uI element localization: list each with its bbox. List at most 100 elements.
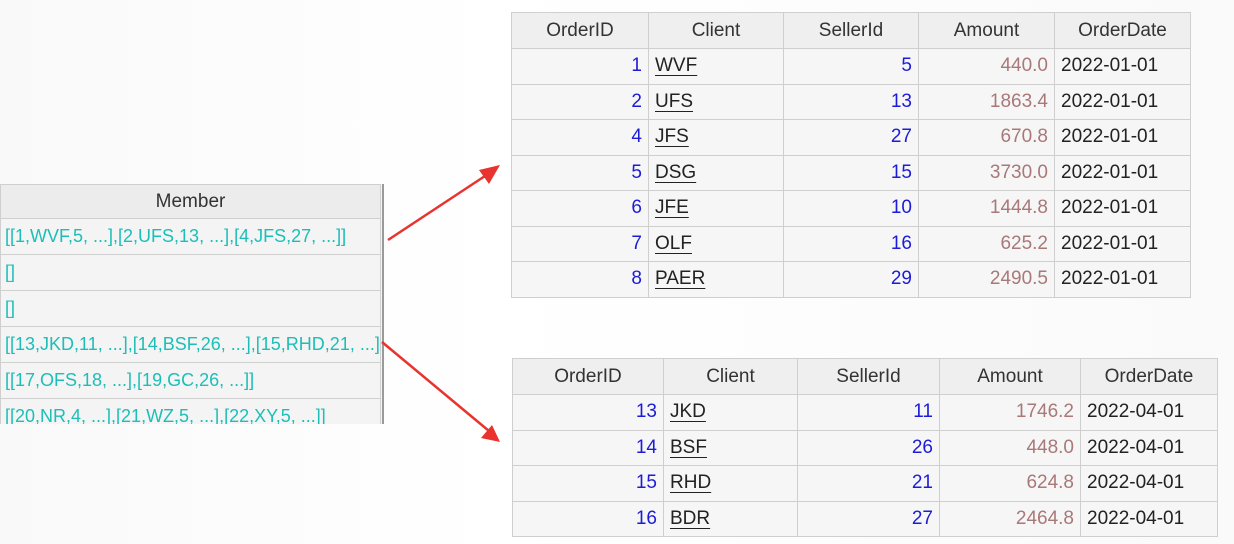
arrow-to-top-table-icon	[387, 165, 500, 242]
orderdate-cell[interactable]: 2022-01-01	[1054, 119, 1191, 156]
amount-cell[interactable]: 3730.0	[918, 154, 1055, 191]
orderid-cell[interactable]: 15	[512, 465, 664, 502]
column-header-client[interactable]: Client	[663, 358, 798, 395]
column-header-orderdate[interactable]: OrderDate	[1080, 358, 1218, 395]
orderdate-cell[interactable]: 2022-01-01	[1054, 225, 1191, 262]
orderid-cell[interactable]: 2	[511, 83, 649, 120]
orderdate-cell[interactable]: 2022-01-01	[1054, 83, 1191, 120]
amount-cell[interactable]: 440.0	[918, 48, 1055, 85]
amount-cell[interactable]: 448.0	[939, 429, 1081, 466]
orders-table-group-1: OrderID Client SellerId Amount OrderDate…	[511, 12, 1191, 298]
client-cell[interactable]: JFS	[648, 119, 784, 156]
member-panel: Member [[1,WVF,5, ...],[2,UFS,13, ...],[…	[0, 184, 384, 424]
column-header-amount[interactable]: Amount	[918, 12, 1055, 49]
amount-cell[interactable]: 624.8	[939, 465, 1081, 502]
orderid-cell[interactable]: 6	[511, 190, 649, 227]
member-cell[interactable]: [[13,JKD,11, ...],[14,BSF,26, ...],[15,R…	[0, 326, 381, 363]
orderid-cell[interactable]: 5	[511, 154, 649, 191]
sellerid-cell[interactable]: 10	[783, 190, 919, 227]
client-cell[interactable]: JFE	[648, 190, 784, 227]
sellerid-cell[interactable]: 27	[783, 119, 919, 156]
arrow-to-bottom-table-icon	[381, 341, 500, 442]
sellerid-cell[interactable]: 11	[797, 394, 940, 431]
table-row: 7 OLF 16 625.2 2022-01-01	[511, 225, 1191, 262]
client-cell[interactable]: PAER	[648, 261, 784, 298]
orderid-cell[interactable]: 1	[511, 48, 649, 85]
client-link[interactable]: OLF	[655, 232, 692, 254]
amount-cell[interactable]: 1746.2	[939, 394, 1081, 431]
member-header[interactable]: Member	[0, 184, 381, 219]
amount-cell[interactable]: 625.2	[918, 225, 1055, 262]
column-header-orderdate[interactable]: OrderDate	[1054, 12, 1191, 49]
sellerid-cell[interactable]: 13	[783, 83, 919, 120]
orderid-cell[interactable]: 8	[511, 261, 649, 298]
table-row: 13 JKD 11 1746.2 2022-04-01	[512, 394, 1218, 431]
orderdate-cell[interactable]: 2022-04-01	[1080, 500, 1218, 537]
orders-table-group-4: OrderID Client SellerId Amount OrderDate…	[512, 358, 1218, 537]
orderdate-cell[interactable]: 2022-01-01	[1054, 190, 1191, 227]
sellerid-cell[interactable]: 5	[783, 48, 919, 85]
orderdate-cell[interactable]: 2022-01-01	[1054, 261, 1191, 298]
client-link[interactable]: RHD	[670, 472, 712, 494]
orderid-cell[interactable]: 4	[511, 119, 649, 156]
client-cell[interactable]: RHD	[663, 465, 798, 502]
client-link[interactable]: JFE	[655, 197, 689, 219]
orderid-cell[interactable]: 14	[512, 429, 664, 466]
table-row: 6 JFE 10 1444.8 2022-01-01	[511, 190, 1191, 227]
table-row: 4 JFS 27 670.8 2022-01-01	[511, 119, 1191, 156]
sellerid-cell[interactable]: 16	[783, 225, 919, 262]
client-link[interactable]: DSG	[655, 161, 697, 183]
client-cell[interactable]: JKD	[663, 394, 798, 431]
member-cell[interactable]: [[20,NR,4, ...],[21,WZ,5, ...],[22,XY,5,…	[0, 398, 381, 424]
sellerid-cell[interactable]: 29	[783, 261, 919, 298]
amount-cell[interactable]: 1863.4	[918, 83, 1055, 120]
amount-cell[interactable]: 1444.8	[918, 190, 1055, 227]
client-link[interactable]: JFS	[655, 126, 689, 148]
table-row: 15 RHD 21 624.8 2022-04-01	[512, 465, 1218, 502]
member-cell[interactable]: []	[0, 290, 381, 327]
client-link[interactable]: JKD	[670, 401, 706, 423]
column-header-orderid[interactable]: OrderID	[511, 12, 649, 49]
orderdate-cell[interactable]: 2022-04-01	[1080, 394, 1218, 431]
table-row: 8 PAER 29 2490.5 2022-01-01	[511, 261, 1191, 298]
sellerid-cell[interactable]: 27	[797, 500, 940, 537]
client-cell[interactable]: BSF	[663, 429, 798, 466]
amount-cell[interactable]: 2490.5	[918, 261, 1055, 298]
table-row: 5 DSG 15 3730.0 2022-01-01	[511, 154, 1191, 191]
sellerid-cell[interactable]: 21	[797, 465, 940, 502]
client-cell[interactable]: WVF	[648, 48, 784, 85]
orderid-cell[interactable]: 16	[512, 500, 664, 537]
orderid-cell[interactable]: 13	[512, 394, 664, 431]
orderdate-cell[interactable]: 2022-01-01	[1054, 48, 1191, 85]
column-header-amount[interactable]: Amount	[939, 358, 1081, 395]
orderdate-cell[interactable]: 2022-01-01	[1054, 154, 1191, 191]
table-row: 2 UFS 13 1863.4 2022-01-01	[511, 83, 1191, 120]
column-header-sellerid[interactable]: SellerId	[797, 358, 940, 395]
member-cell[interactable]: [[17,OFS,18, ...],[19,GC,26, ...]]	[0, 362, 381, 399]
table-row: 16 BDR 27 2464.8 2022-04-01	[512, 500, 1218, 537]
table-row: 14 BSF 26 448.0 2022-04-01	[512, 429, 1218, 466]
client-link[interactable]: WVF	[655, 55, 698, 77]
client-cell[interactable]: DSG	[648, 154, 784, 191]
sellerid-cell[interactable]: 15	[783, 154, 919, 191]
client-cell[interactable]: BDR	[663, 500, 798, 537]
client-link[interactable]: UFS	[655, 90, 693, 112]
amount-cell[interactable]: 2464.8	[939, 500, 1081, 537]
sellerid-cell[interactable]: 26	[797, 429, 940, 466]
client-link[interactable]: BSF	[670, 436, 707, 458]
member-cell[interactable]: []	[0, 254, 381, 291]
column-header-orderid[interactable]: OrderID	[512, 358, 664, 395]
orderdate-cell[interactable]: 2022-04-01	[1080, 429, 1218, 466]
amount-cell[interactable]: 670.8	[918, 119, 1055, 156]
client-cell[interactable]: UFS	[648, 83, 784, 120]
table-row: 1 WVF 5 440.0 2022-01-01	[511, 48, 1191, 85]
client-link[interactable]: PAER	[655, 268, 706, 290]
member-cell[interactable]: [[1,WVF,5, ...],[2,UFS,13, ...],[4,JFS,2…	[0, 218, 381, 255]
column-header-sellerid[interactable]: SellerId	[783, 12, 919, 49]
orderid-cell[interactable]: 7	[511, 225, 649, 262]
orderdate-cell[interactable]: 2022-04-01	[1080, 465, 1218, 502]
client-link[interactable]: BDR	[670, 507, 711, 529]
column-header-client[interactable]: Client	[648, 12, 784, 49]
member-table: Member [[1,WVF,5, ...],[2,UFS,13, ...],[…	[0, 184, 381, 424]
client-cell[interactable]: OLF	[648, 225, 784, 262]
